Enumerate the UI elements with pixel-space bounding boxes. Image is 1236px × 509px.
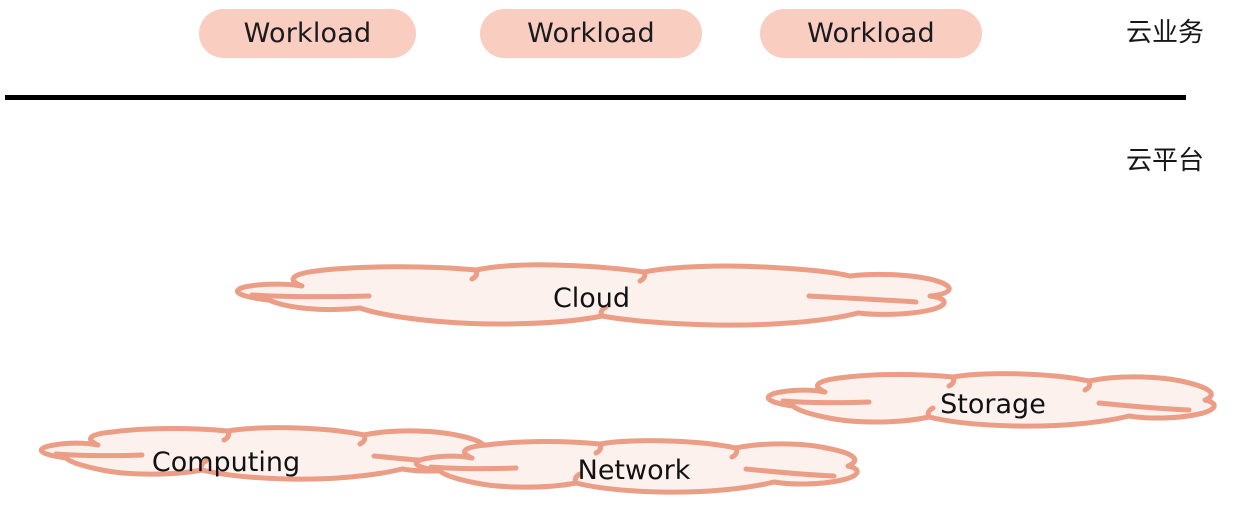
layer-divider [5,95,1186,100]
cloud-business-layer-label: 云业务 [1126,18,1205,48]
cloud-icon [413,438,860,495]
cloud-platform-layer-label: 云平台 [1126,146,1205,176]
workload-pill-1[interactable]: Workload [199,9,416,58]
workload-pill-1-label: Workload [243,18,372,49]
cloud-shape-network[interactable]: Network [406,437,872,503]
workload-pill-2-label: Workload [527,18,655,49]
workload-pill-3[interactable]: Workload [760,9,982,58]
cloud-icon [235,262,952,328]
workload-pill-2[interactable]: Workload [480,9,702,58]
cloud-shape-storage[interactable]: Storage [757,370,1229,438]
workload-pill-3-label: Workload [807,18,935,49]
cloud-shape-cloud[interactable]: Cloud [224,262,959,334]
cloud-icon [766,371,1217,429]
